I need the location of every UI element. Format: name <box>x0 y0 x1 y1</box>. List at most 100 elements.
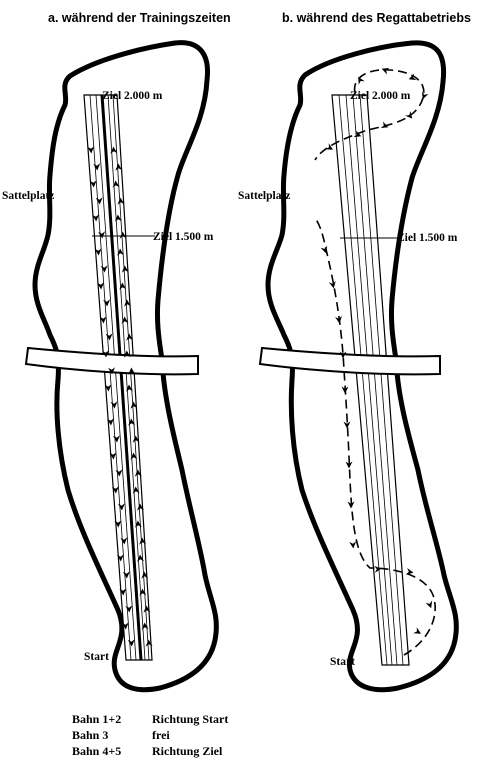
finish-2000-label-b: Ziel 2.000 m <box>350 90 411 102</box>
route-arrow <box>405 567 414 575</box>
start-label-b: Start <box>330 656 355 668</box>
paddock-label-a: Sattelplatz <box>2 190 54 202</box>
arrow-toward-start <box>93 163 101 171</box>
direction-arrows-a <box>87 146 153 647</box>
arrow-toward-finish <box>139 588 147 596</box>
panel-b: Ziel 2.000 m Ziel 1.500 m Sattelplatz St… <box>238 40 459 693</box>
arrow-toward-start <box>127 639 135 647</box>
arrow-toward-start <box>121 622 129 630</box>
legend-direction-3: Richtung Ziel <box>152 744 223 758</box>
lake-shoreline-b <box>265 40 459 693</box>
legend-lanes-1: Bahn 1+2 <box>72 712 121 726</box>
arrow-toward-start <box>122 571 130 579</box>
arrow-toward-start <box>112 435 120 443</box>
bridge-a <box>24 346 199 376</box>
route-arrow <box>380 121 389 129</box>
arrow-toward-finish <box>128 367 136 375</box>
arrow-toward-finish <box>121 265 129 273</box>
bridge-b <box>258 346 441 376</box>
arrow-toward-start <box>125 605 133 613</box>
arrow-toward-finish <box>134 520 142 528</box>
route-arrow <box>421 91 429 100</box>
arrow-toward-start <box>100 265 108 273</box>
arrow-toward-start <box>114 520 122 528</box>
route-arrow <box>341 386 349 394</box>
route-arrow <box>405 111 413 119</box>
route-arrow <box>335 316 342 324</box>
route-arrow <box>353 130 362 138</box>
arrow-toward-finish <box>112 180 120 188</box>
arrow-toward-finish <box>141 622 149 630</box>
arrow-toward-start <box>116 554 124 562</box>
arrow-toward-finish <box>141 571 149 579</box>
arrow-toward-start <box>103 299 111 307</box>
route-arrow <box>343 421 351 429</box>
route-arrow <box>358 76 365 85</box>
arrow-toward-finish <box>132 486 140 494</box>
route-arrow <box>381 67 390 75</box>
route-arrow <box>320 245 328 254</box>
arrow-toward-finish <box>134 469 142 477</box>
arrow-toward-finish <box>123 350 131 358</box>
route-arrow <box>408 73 417 81</box>
route-arrow <box>374 565 382 573</box>
route-arrows-b <box>320 67 433 634</box>
start-label-a: Start <box>84 651 109 663</box>
panel-a: Ziel 2.000 m Ziel 1.500 m Sattelplatz St… <box>2 40 219 693</box>
arrow-toward-finish <box>123 299 131 307</box>
paddock-label-b: Sattelplatz <box>238 190 290 202</box>
route-arrow <box>349 541 357 549</box>
arrow-toward-start <box>111 486 119 494</box>
course-lanes-a <box>83 94 153 661</box>
panel-a-title: a. während der Trainingszeiten <box>48 11 231 25</box>
route-arrow <box>413 627 422 634</box>
arrow-toward-start <box>102 350 110 358</box>
route-arrow <box>425 600 433 609</box>
arrow-toward-start <box>105 333 113 341</box>
arrow-toward-finish <box>145 639 153 647</box>
route-arrow <box>325 143 334 150</box>
arrow-toward-finish <box>121 316 129 324</box>
legend: Bahn 1+2 Richtung Start Bahn 3 frei Bahn… <box>72 712 228 758</box>
arrow-toward-start <box>117 503 125 511</box>
arrow-toward-start <box>98 231 106 239</box>
arrow-toward-finish <box>125 384 133 392</box>
arrow-toward-finish <box>132 435 140 443</box>
arrow-toward-start <box>104 384 112 392</box>
panel-b-title: b. während des Regattabetriebs <box>282 11 471 25</box>
arrow-toward-start <box>110 401 118 409</box>
legend-direction-2: frei <box>152 728 170 742</box>
arrow-toward-finish <box>130 452 138 460</box>
arrow-toward-start <box>108 367 116 375</box>
arrow-toward-start <box>109 452 117 460</box>
arrow-toward-finish <box>117 248 125 256</box>
arrow-toward-start <box>94 248 102 256</box>
arrow-toward-finish <box>117 197 125 205</box>
route-arrow <box>347 501 355 509</box>
arrow-toward-start <box>97 282 105 290</box>
arrow-toward-finish <box>143 605 151 613</box>
finish-1500-label-a: Ziel 1.500 m <box>153 231 214 243</box>
legend-lanes-3: Bahn 4+5 <box>72 744 121 758</box>
arrow-toward-start <box>92 214 100 222</box>
route-arrow <box>328 280 336 289</box>
arrow-toward-start <box>95 197 103 205</box>
arrow-toward-finish <box>126 333 134 341</box>
arrow-toward-finish <box>136 503 144 511</box>
arrow-toward-finish <box>128 418 136 426</box>
arrow-toward-start <box>99 316 107 324</box>
finish-1500-label-b: Ziel 1.500 m <box>397 232 458 244</box>
arrow-toward-finish <box>119 231 127 239</box>
arrow-toward-start <box>106 418 114 426</box>
lake-shoreline-a <box>32 40 219 693</box>
arrow-toward-start <box>115 469 123 477</box>
arrow-toward-finish <box>137 554 145 562</box>
arrow-toward-finish <box>115 163 123 171</box>
finish-2000-label-a: Ziel 2.000 m <box>102 90 163 102</box>
arrow-toward-finish <box>119 282 127 290</box>
arrow-toward-finish <box>130 401 138 409</box>
return-route-upper <box>314 69 425 161</box>
arrow-toward-finish <box>114 214 122 222</box>
arrow-toward-finish <box>139 537 147 545</box>
